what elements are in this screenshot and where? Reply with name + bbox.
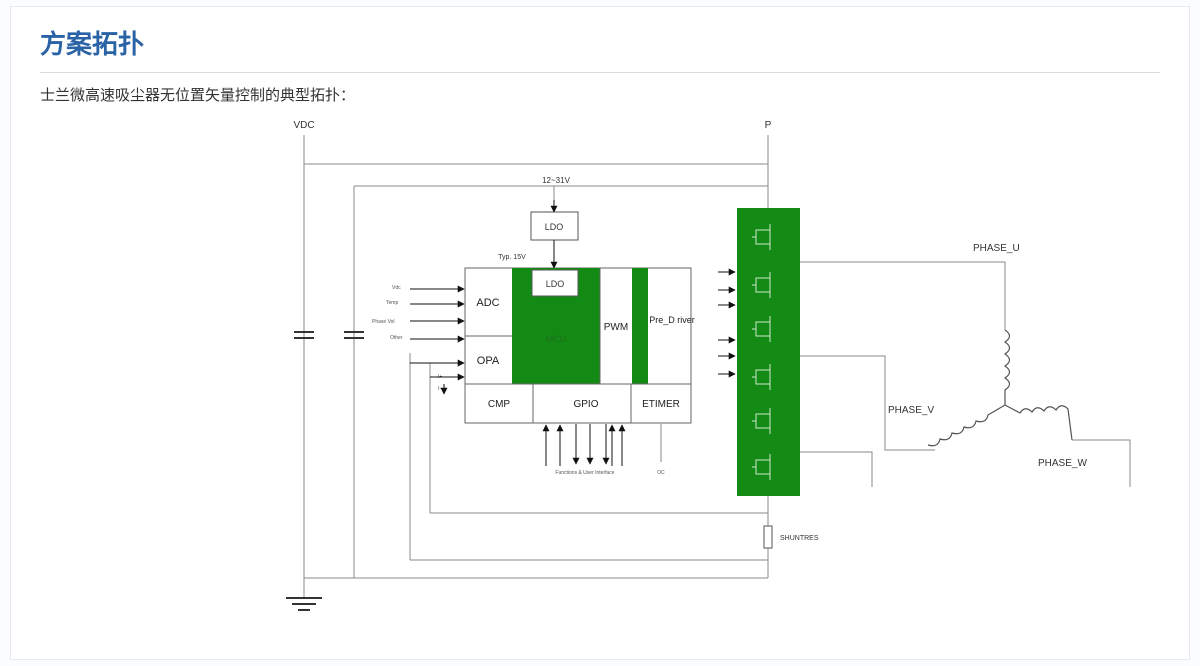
cmp-block-label: CMP	[488, 399, 511, 410]
gpio-arrows	[542, 424, 626, 466]
p-rail-label: P	[765, 120, 772, 131]
page-subtitle: 士兰微高速吸尘器无位置矢量控制的典型拓扑：	[40, 86, 356, 104]
gpio-block-label: GPIO	[573, 399, 598, 410]
mcu-core-label: MCU	[546, 334, 567, 344]
adc-input-label: Temp	[386, 300, 398, 306]
capacitor-p	[344, 331, 364, 339]
ldo-regulator-label: LDO	[545, 222, 564, 232]
adc-input-arrows	[410, 285, 465, 343]
phase-u-label: PHASE_U	[973, 243, 1020, 254]
gpio-function-label: Functions & User Interface	[555, 470, 614, 476]
typ-voltage-label: Typ. 15V	[498, 254, 526, 261]
power-rails	[303, 135, 769, 598]
motor-windings	[927, 329, 1073, 447]
page-title: 方案拓扑	[40, 30, 145, 60]
shunt-label: SHUNTRES	[780, 535, 819, 542]
phase-w-label: PHASE_W	[1038, 458, 1087, 469]
mcu-chip	[464, 267, 692, 424]
pwm-block-label: PWM	[604, 322, 628, 333]
gate-drive-arrows	[718, 268, 736, 378]
inverter-bridge	[737, 208, 800, 496]
phase-v-label: PHASE_V	[888, 405, 934, 416]
vdc-rail-label: VDC	[293, 120, 314, 131]
adc-input-label: Phase Vol	[372, 319, 395, 325]
ldo-internal-label: LDO	[546, 279, 565, 289]
adc-input-label: Vdc	[392, 285, 401, 291]
etimer-oc-label: OC	[657, 470, 665, 476]
supply-range-label: 12~31V	[542, 176, 570, 185]
capacitor-vdc	[294, 331, 314, 339]
pre-driver-label: Pre_D river	[649, 315, 695, 325]
adc-input-label: Other	[390, 335, 403, 341]
phase-wires	[800, 261, 1131, 487]
opa-input-label: I-	[438, 386, 441, 392]
opa-block-label: OPA	[477, 355, 500, 367]
etimer-block-label: ETIMER	[642, 399, 680, 410]
pwm-driver-strip	[632, 268, 648, 384]
shunt-resistor	[763, 525, 773, 549]
opa-input-arrows	[410, 359, 465, 395]
adc-block-label: ADC	[476, 297, 499, 309]
ldo-internal-box	[531, 269, 579, 297]
ground-icon	[286, 597, 322, 611]
ldo-regulator-box	[530, 211, 579, 241]
title-divider	[40, 72, 1160, 73]
mosfet-switches	[752, 224, 771, 480]
